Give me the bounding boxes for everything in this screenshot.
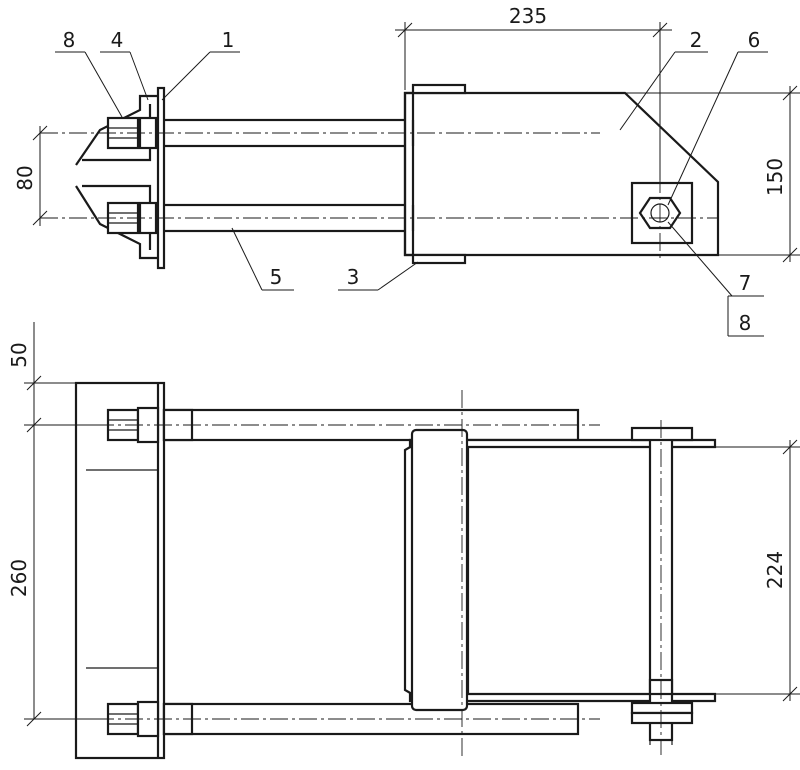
lower-angle xyxy=(75,185,158,260)
bracket-flange xyxy=(403,91,415,257)
top-view: 235 150 80 8 4 1 2 6 5 3 xyxy=(13,4,800,337)
dim-spacing-left: 80 xyxy=(13,165,37,190)
callout-5: 5 xyxy=(270,265,283,289)
callout-3: 3 xyxy=(347,265,360,289)
dim-inner-height: 224 xyxy=(763,551,787,589)
dim-offset-bottom: 50 xyxy=(7,342,31,367)
bolt-nut-bottom xyxy=(630,701,694,715)
callout-8-left: 8 xyxy=(63,28,76,52)
callout-2: 2 xyxy=(690,28,703,52)
bottom-small-plate xyxy=(411,253,467,265)
clamp-block xyxy=(410,428,469,712)
top-small-plate xyxy=(411,83,467,95)
callout-8-right: 8 xyxy=(739,311,752,335)
plan-bottom-bracket-plate xyxy=(408,692,717,703)
callout-6: 6 xyxy=(748,28,761,52)
callout-1: 1 xyxy=(222,28,235,52)
base-plate xyxy=(74,381,166,760)
bottom-view: 50 260 224 xyxy=(7,322,800,760)
callout-7: 7 xyxy=(739,271,752,295)
callout-4: 4 xyxy=(111,28,124,52)
dim-width-top: 235 xyxy=(509,4,547,28)
bolt-head-top xyxy=(630,426,694,442)
dim-height-top: 150 xyxy=(763,158,787,196)
dim-height-bottom: 260 xyxy=(7,559,31,597)
end-plate xyxy=(156,86,166,270)
